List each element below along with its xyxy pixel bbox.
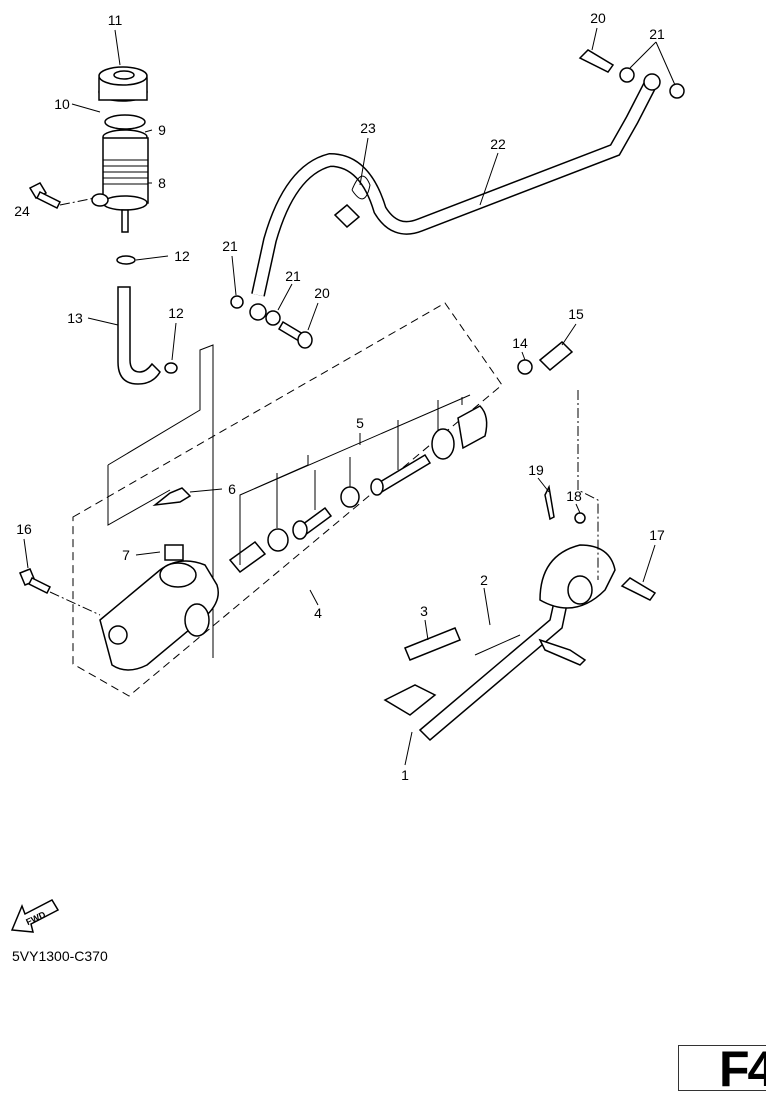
callout-4: 4	[314, 605, 322, 621]
washers-and-bolts	[230, 49, 685, 349]
callout-1: 1	[401, 767, 409, 783]
callout-19: 19	[528, 462, 544, 478]
callout-11: 11	[108, 12, 123, 28]
callout-20: 20	[314, 285, 330, 301]
diagram-code: 5VY1300-C370	[12, 948, 108, 964]
callout-12b: 12	[168, 305, 184, 321]
callout-7: 7	[122, 547, 130, 563]
callout-23: 23	[360, 120, 376, 136]
callout-15: 15	[568, 306, 584, 322]
callout-14: 14	[512, 335, 528, 351]
callout-18: 18	[566, 488, 582, 504]
callout-5: 5	[356, 415, 364, 431]
master-cylinder	[19, 487, 219, 671]
callout-16: 16	[16, 521, 32, 537]
callout-17: 17	[649, 527, 665, 543]
callout-20b: 20	[590, 10, 606, 26]
callout-24: 24	[14, 203, 30, 219]
callout-labels: 11 10 9 8 24 12 13 12 21 21 20 23 22 20 …	[14, 10, 665, 783]
callout-8: 8	[158, 175, 166, 191]
callout-21b: 21	[285, 268, 301, 284]
brake-hose	[249, 73, 661, 321]
callout-9: 9	[158, 122, 166, 138]
fwd-arrow-icon: FWD	[10, 899, 60, 933]
callout-22: 22	[490, 136, 506, 152]
callout-3: 3	[420, 603, 428, 619]
callout-6: 6	[228, 481, 236, 497]
callout-2: 2	[480, 572, 488, 588]
callout-13: 13	[67, 310, 83, 326]
page-label: F4	[719, 1041, 766, 1097]
page-label-box: F4	[678, 1041, 766, 1097]
brake-pedal	[383, 340, 657, 742]
bolt-24	[28, 182, 96, 210]
callout-21c: 21	[649, 26, 665, 42]
piston-kit	[228, 394, 488, 574]
callout-21: 21	[222, 238, 238, 254]
reservoir-assembly	[91, 66, 178, 385]
callout-10: 10	[54, 96, 70, 112]
assembly-4-outline	[72, 302, 503, 697]
callout-12: 12	[174, 248, 190, 264]
